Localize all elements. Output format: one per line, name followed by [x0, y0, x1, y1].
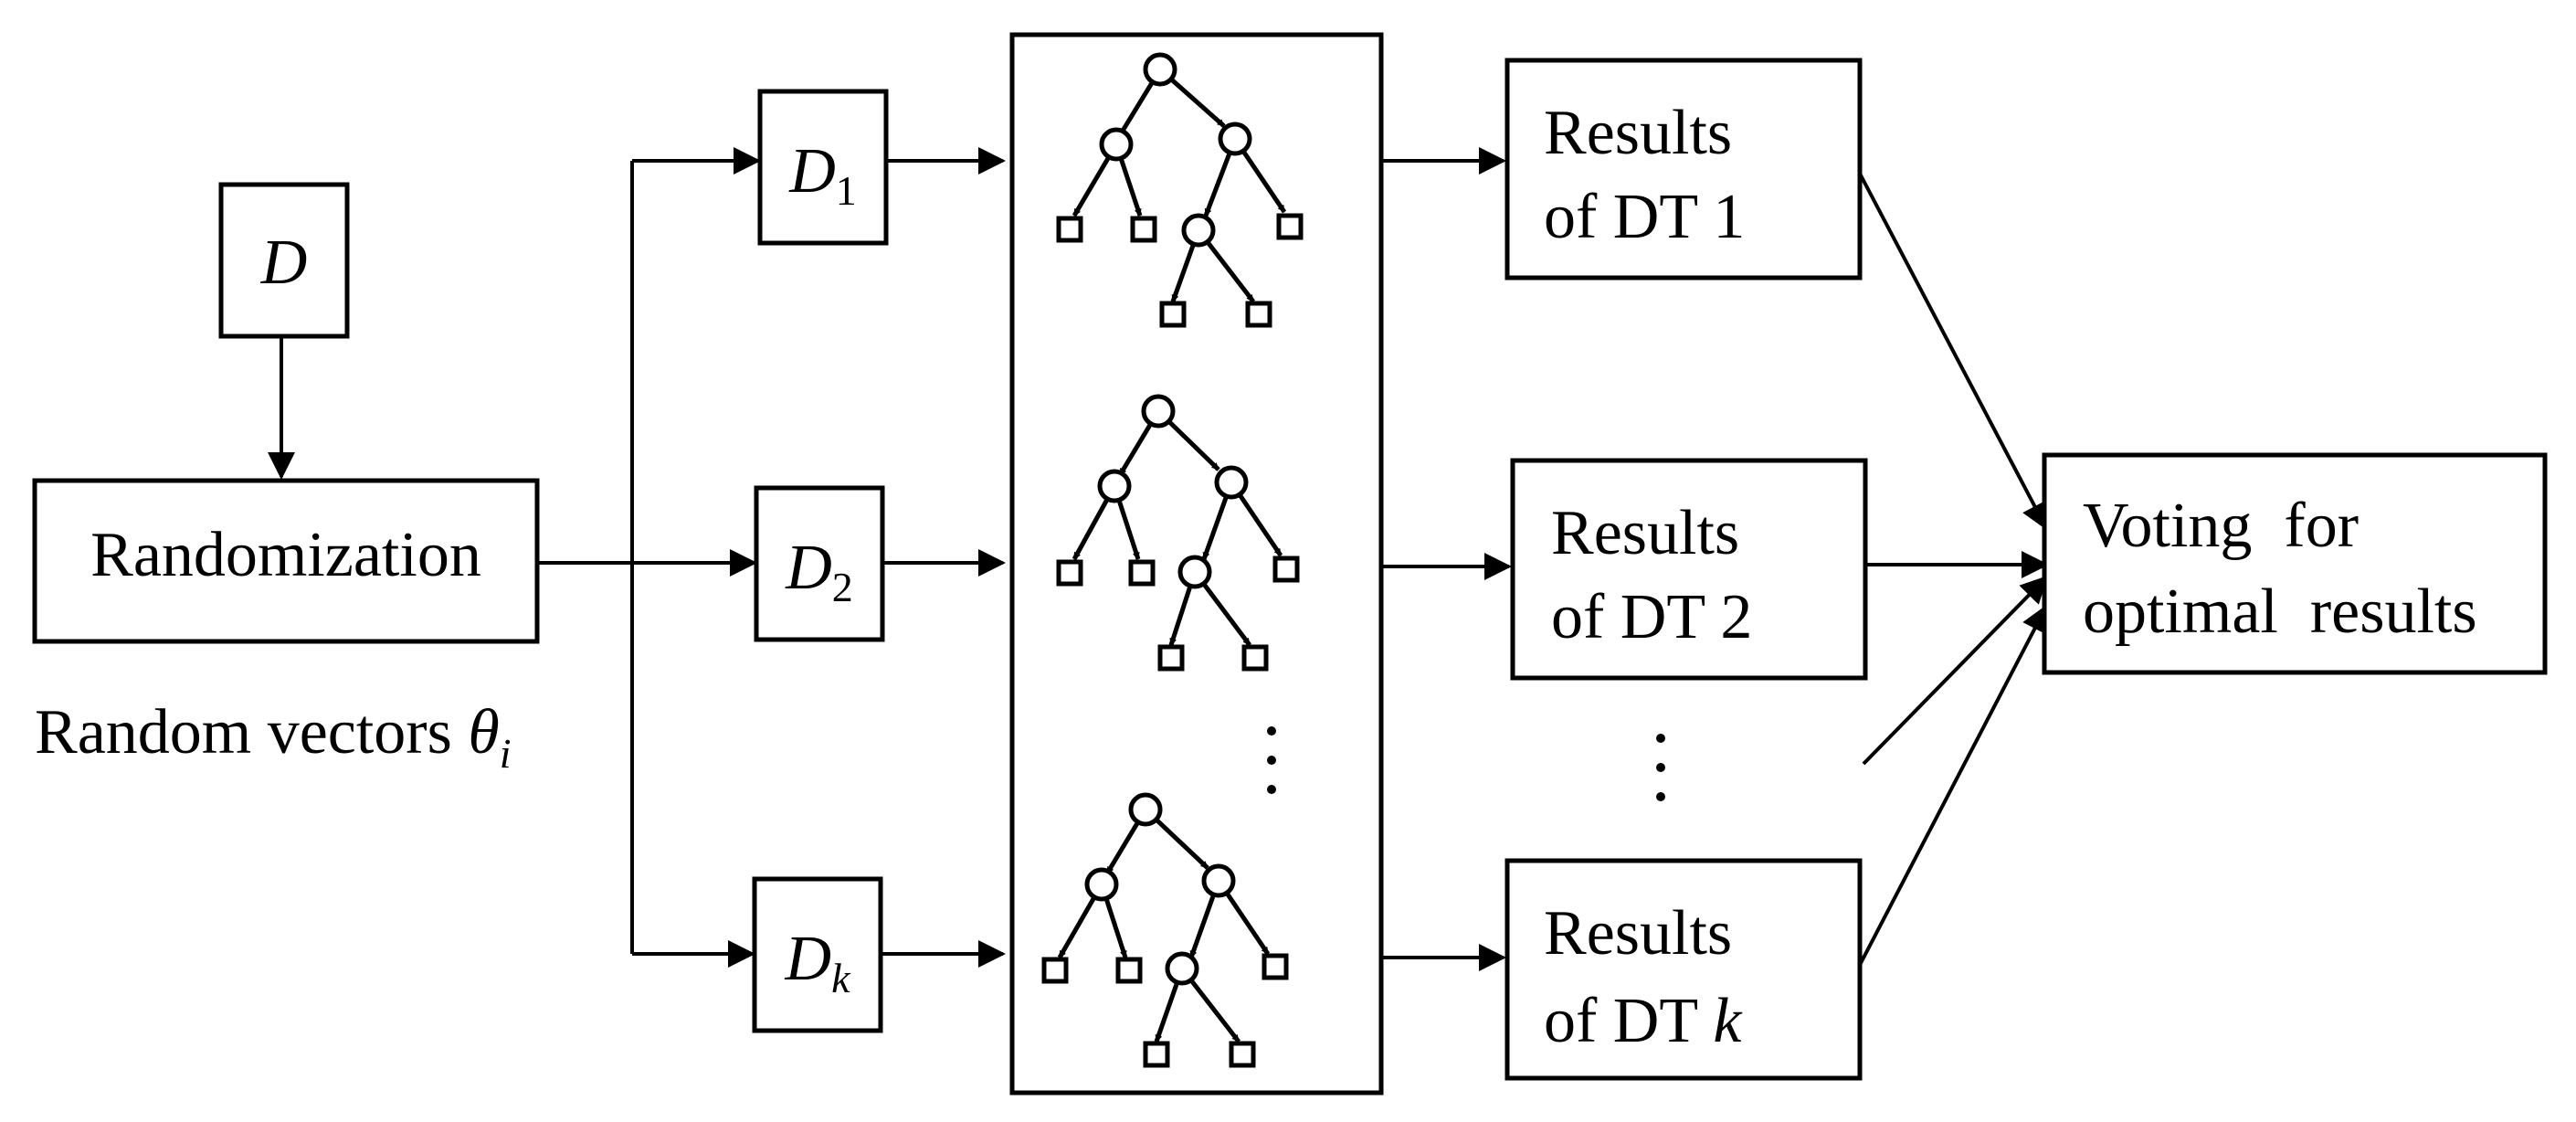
- tree-leaf: [1056, 559, 1083, 587]
- decision-tree-2: [1056, 394, 1300, 672]
- resultk-to-voting-arrow: [1858, 604, 2048, 966]
- subset-dk-sub: k: [831, 955, 851, 1001]
- tree-leaf: [1056, 216, 1083, 243]
- theta-subscript: i: [500, 730, 512, 777]
- results-dt2-line1: Results: [1551, 498, 1739, 568]
- tree-leaf: [1130, 216, 1157, 243]
- dataset-d-label: D: [260, 228, 308, 298]
- results-dt2-line2: of DT 2: [1551, 582, 1752, 652]
- theta-symbol: θ: [468, 697, 499, 767]
- tree-node: [1141, 394, 1176, 429]
- results-dtk-box: Results of DT k: [1504, 858, 1863, 1081]
- tree-leaf: [1128, 559, 1156, 587]
- subset-d2-base: D: [785, 533, 832, 603]
- tree-node: [1143, 52, 1177, 87]
- tree-leaf: [1159, 301, 1187, 328]
- subset-d1-base: D: [788, 136, 836, 206]
- voting-line2: optimal results: [2083, 577, 2477, 647]
- results-dt1-box: Results of DT 1: [1504, 58, 1863, 280]
- results-dtk-line1: Results: [1544, 898, 1732, 969]
- tree-leaf: [1245, 301, 1272, 328]
- voting-box: Voting for optimal results: [2042, 452, 2548, 675]
- randomization-box: Randomization: [32, 478, 540, 644]
- tree-node: [1128, 792, 1163, 827]
- tree-leaf: [1272, 556, 1300, 583]
- results-dt1-line2: of DT 1: [1544, 182, 1745, 252]
- tree-leaf: [1115, 957, 1143, 984]
- voting-line1: Voting for: [2083, 491, 2359, 561]
- tree-leaf: [1229, 1041, 1256, 1068]
- tree-node: [1218, 122, 1252, 156]
- tree-node: [1084, 867, 1119, 902]
- subset-dk-box: Dk: [752, 876, 883, 1033]
- tree-node: [1177, 555, 1212, 589]
- svg-text:D2: D2: [785, 533, 853, 610]
- results-dtk-suffix: k: [1713, 986, 1743, 1056]
- subset-d2-sub: 2: [832, 564, 853, 610]
- random-vectors-text: Random vectors: [35, 697, 468, 767]
- results-ellipsis: [1656, 734, 1665, 801]
- results-dt2-box: Results of DT 2: [1510, 458, 1868, 681]
- svg-text:Dk: Dk: [785, 924, 852, 1001]
- decision-tree-1: [1056, 52, 1304, 328]
- subset-d1-sub: 1: [836, 167, 857, 214]
- result1-to-voting-arrow: [1858, 173, 2048, 531]
- subset-dk-base: D: [785, 924, 832, 994]
- ellipsis-to-voting-arrow: [1862, 575, 2049, 766]
- randomization-label: Randomization: [90, 520, 481, 590]
- results-dt1-line1: Results: [1544, 98, 1732, 168]
- tree-leaf: [1041, 957, 1069, 984]
- decision-tree-k: [1041, 792, 1289, 1068]
- tree-node: [1214, 465, 1249, 500]
- svg-text:D1: D1: [788, 136, 857, 214]
- tree-leaf: [1262, 953, 1289, 980]
- random-vectors-caption: Random vectors θi: [35, 697, 512, 777]
- subset-d2-box: D2: [754, 485, 885, 642]
- tree-node: [1097, 469, 1132, 503]
- tree-leaf: [1276, 213, 1304, 240]
- tree-node: [1099, 127, 1134, 162]
- tree-node: [1181, 213, 1216, 248]
- subset-d1-box: D1: [757, 89, 889, 246]
- tree-node: [1201, 863, 1236, 898]
- tree-leaf: [1143, 1041, 1170, 1068]
- tree-leaf: [1157, 644, 1185, 672]
- tree-leaf: [1241, 644, 1269, 672]
- results-dtk-line2: of DT: [1544, 986, 1713, 1056]
- forest-ellipsis: [1267, 726, 1276, 794]
- svg-text:of DT k: of DT k: [1544, 986, 1743, 1056]
- dataset-d-box: D: [218, 182, 350, 339]
- tree-node: [1165, 951, 1199, 986]
